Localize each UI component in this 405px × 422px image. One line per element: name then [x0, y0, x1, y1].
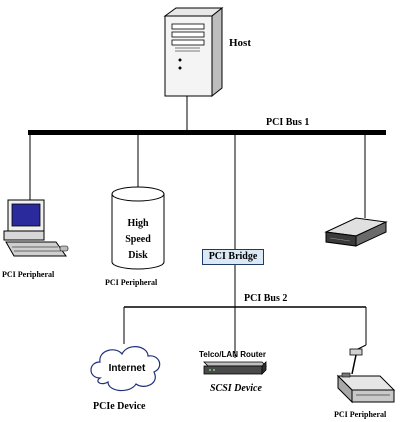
computer-icon — [3, 199, 69, 257]
disk-label-line2: Speed — [125, 234, 151, 245]
disk-cylinder-icon — [111, 172, 165, 270]
router-label: Telco/LAN Router — [199, 350, 266, 359]
router-icon — [203, 361, 267, 375]
disk-label: High Speed Disk — [112, 216, 164, 264]
printer-caption: PCI Peripheral — [334, 410, 387, 419]
host-label: Host — [229, 37, 251, 49]
computer-caption: PCI Peripheral — [2, 270, 55, 279]
pci-bus-1-label: PCI Bus 1 — [266, 117, 310, 128]
printer-icon — [336, 344, 396, 404]
disk-label-line3: Disk — [128, 250, 148, 261]
internet-label: Internet — [108, 363, 146, 374]
disk-label-line1: High — [127, 218, 149, 229]
disk-caption: PCI Peripheral — [105, 278, 158, 287]
internet-caption: PCIe Device — [93, 401, 146, 412]
pci-bridge-box: PCI Bridge — [202, 249, 264, 265]
internet-cloud-icon — [90, 346, 161, 392]
router-caption: SCSI Device — [210, 383, 262, 394]
pci-bus-2-label: PCI Bus 2 — [244, 293, 288, 304]
host-tower-icon — [163, 6, 224, 106]
modem-icon — [324, 217, 388, 247]
pci-bus-1-line — [28, 130, 386, 135]
